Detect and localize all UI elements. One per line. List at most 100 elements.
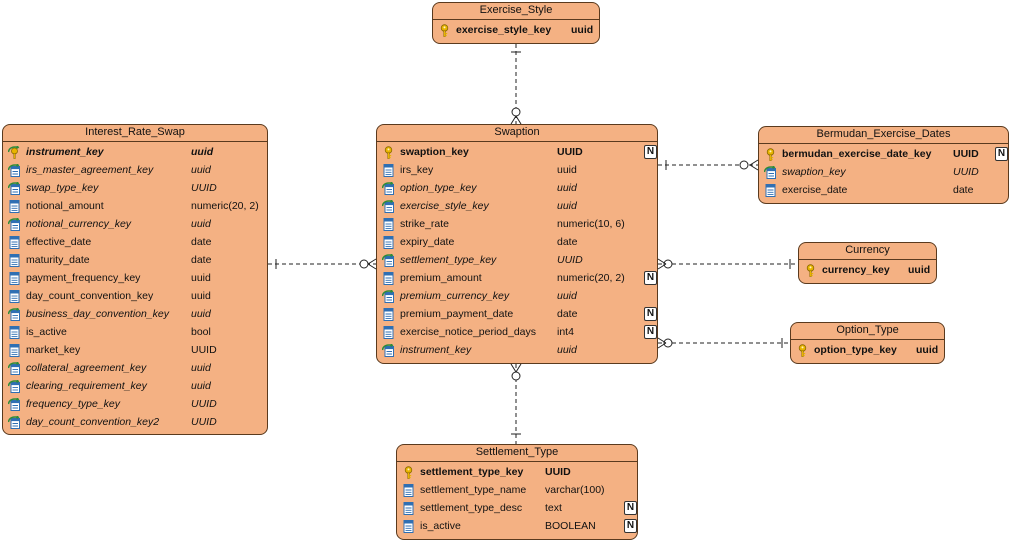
column-type: UUID <box>545 466 571 478</box>
column-type: date <box>557 308 578 320</box>
column-type: uuid <box>191 362 211 374</box>
column-row[interactable]: option_type_key uuid <box>377 179 657 197</box>
column-name: option_type_key <box>400 182 477 194</box>
column-name: exercise_style_key <box>400 200 489 212</box>
link-exercise-style-swaption-zero-marker <box>511 107 521 117</box>
column-name: premium_currency_key <box>400 290 510 302</box>
column-name: currency_key <box>822 264 890 276</box>
link-swaption-option-type-many-marker <box>657 337 667 349</box>
column-name: exercise_date <box>782 184 848 196</box>
column-icon <box>382 164 395 177</box>
nullable-badge: N <box>624 519 637 533</box>
column-name: settlement_type_key <box>400 254 497 266</box>
column-row[interactable]: frequency_type_key UUID <box>3 395 267 413</box>
nullable-badge: N <box>644 271 657 285</box>
column-name: frequency_type_key <box>26 398 120 410</box>
column-type: bool <box>191 326 211 338</box>
entity-bermudan-exercise-dates[interactable]: Bermudan_Exercise_Dates bermudan_exercis… <box>758 126 1009 204</box>
column-name: swaption_key <box>400 146 469 158</box>
column-type: numeric(10, 6) <box>557 218 625 230</box>
column-name: day_count_convention_key2 <box>26 416 160 428</box>
primary-key-icon <box>438 24 451 37</box>
column-type: UUID <box>191 398 217 410</box>
foreign-key-column-icon <box>381 343 395 357</box>
column-type: uuid <box>557 164 577 176</box>
foreign-key-column-icon <box>7 217 21 231</box>
foreign-key-column-icon <box>7 379 21 393</box>
column-type: numeric(20, 2) <box>191 200 259 212</box>
entity-title: Swaption <box>377 125 657 142</box>
column-name: maturity_date <box>26 254 90 266</box>
nullable-badge: N <box>644 145 657 159</box>
column-name: exercise_notice_period_days <box>400 326 537 338</box>
column-type: UUID <box>557 146 583 158</box>
link-swaption-bermudan-many-marker <box>749 159 759 171</box>
column-icon <box>382 326 395 339</box>
column-type: uuid <box>191 290 211 302</box>
link-swaption-currency-zero-marker <box>663 259 673 269</box>
column-row[interactable]: swaption_key UUID N <box>377 143 657 161</box>
link-interest-rate-swap-swaption-zero-marker <box>359 259 369 269</box>
column-row[interactable]: day_count_convention_key uuid <box>3 287 267 305</box>
entity-title: Bermudan_Exercise_Dates <box>759 127 1008 144</box>
column-type: uuid <box>557 182 577 194</box>
primary-key-icon <box>402 466 415 479</box>
foreign-key-column-icon <box>381 289 395 303</box>
column-row[interactable]: swap_type_key UUID <box>3 179 267 197</box>
link-swaption-currency-many-marker <box>657 258 667 270</box>
foreign-key-column-icon <box>7 415 21 429</box>
column-name: expiry_date <box>400 236 455 248</box>
link-swaption-settlement-type-many-marker <box>510 363 522 373</box>
foreign-key-column-icon <box>381 181 395 195</box>
column-type: UUID <box>191 182 217 194</box>
column-type: UUID <box>191 344 217 356</box>
column-name: swap_type_key <box>26 182 99 194</box>
foreign-key-column-icon <box>381 253 395 267</box>
column-name: option_type_key <box>814 344 897 356</box>
column-name: day_count_convention_key <box>26 290 154 302</box>
